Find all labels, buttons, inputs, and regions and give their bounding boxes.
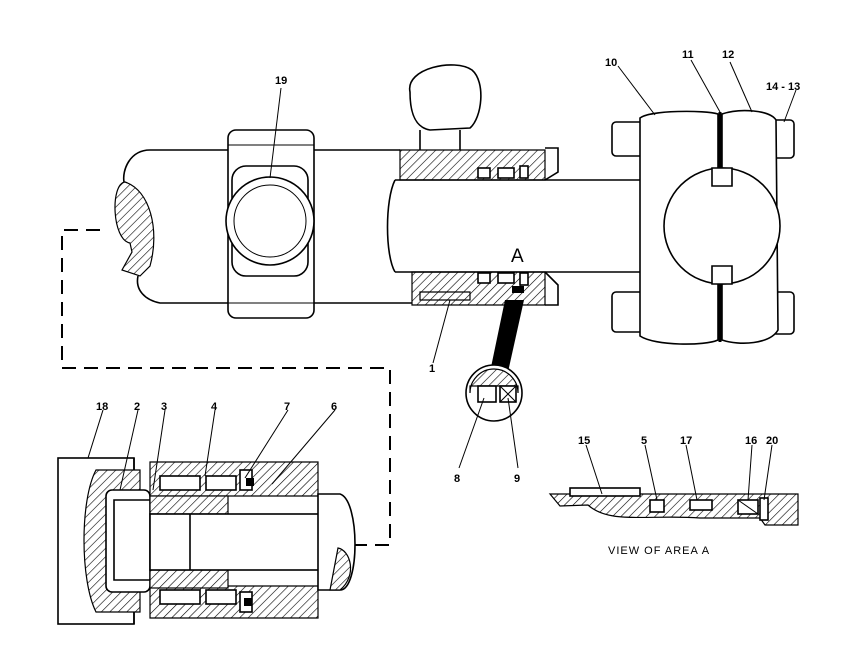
cylinder-main-view [114,64,650,319]
callout-17: 17 [680,435,692,447]
callout-19: 19 [275,75,287,87]
piston-rod-section [149,513,321,571]
view-of-area-a [548,487,799,526]
callout-3: 3 [161,401,167,413]
detail-bubble-area-a [465,300,524,422]
piston-rod [386,179,396,273]
left-rod-end-section [114,181,155,277]
dashed-connector [61,229,391,546]
top-lug [409,64,482,131]
callout-15: 15 [578,435,590,447]
callout-1: 1 [429,363,435,375]
cylinder-barrel [312,149,412,304]
callout-16: 16 [745,435,757,447]
leader-lines [87,59,797,501]
area-a-section [548,493,799,526]
callout-labels: 19 10 11 12 14 - 13 A 1 8 9 18 2 3 4 7 6… [96,49,800,557]
callout-10: 10 [605,57,617,69]
view-caption: VIEW OF AREA A [608,545,710,557]
callout-5: 5 [641,435,647,447]
callout-20: 20 [766,435,778,447]
trunnion-pin [225,176,315,266]
lower-section-view [57,457,356,625]
callout-18: 18 [96,401,108,413]
callout-11: 11 [682,49,694,61]
callout-7: 7 [284,401,290,413]
callout-12: 12 [722,49,734,61]
rod-end-clamp [611,109,795,345]
callout-2: 2 [134,401,140,413]
callout-4: 4 [211,401,218,413]
callout-6: 6 [331,401,337,413]
callout-9: 9 [514,473,520,485]
callout-a: A [511,246,524,267]
callout-14-13: 14 - 13 [766,81,800,93]
callout-8: 8 [454,473,460,485]
